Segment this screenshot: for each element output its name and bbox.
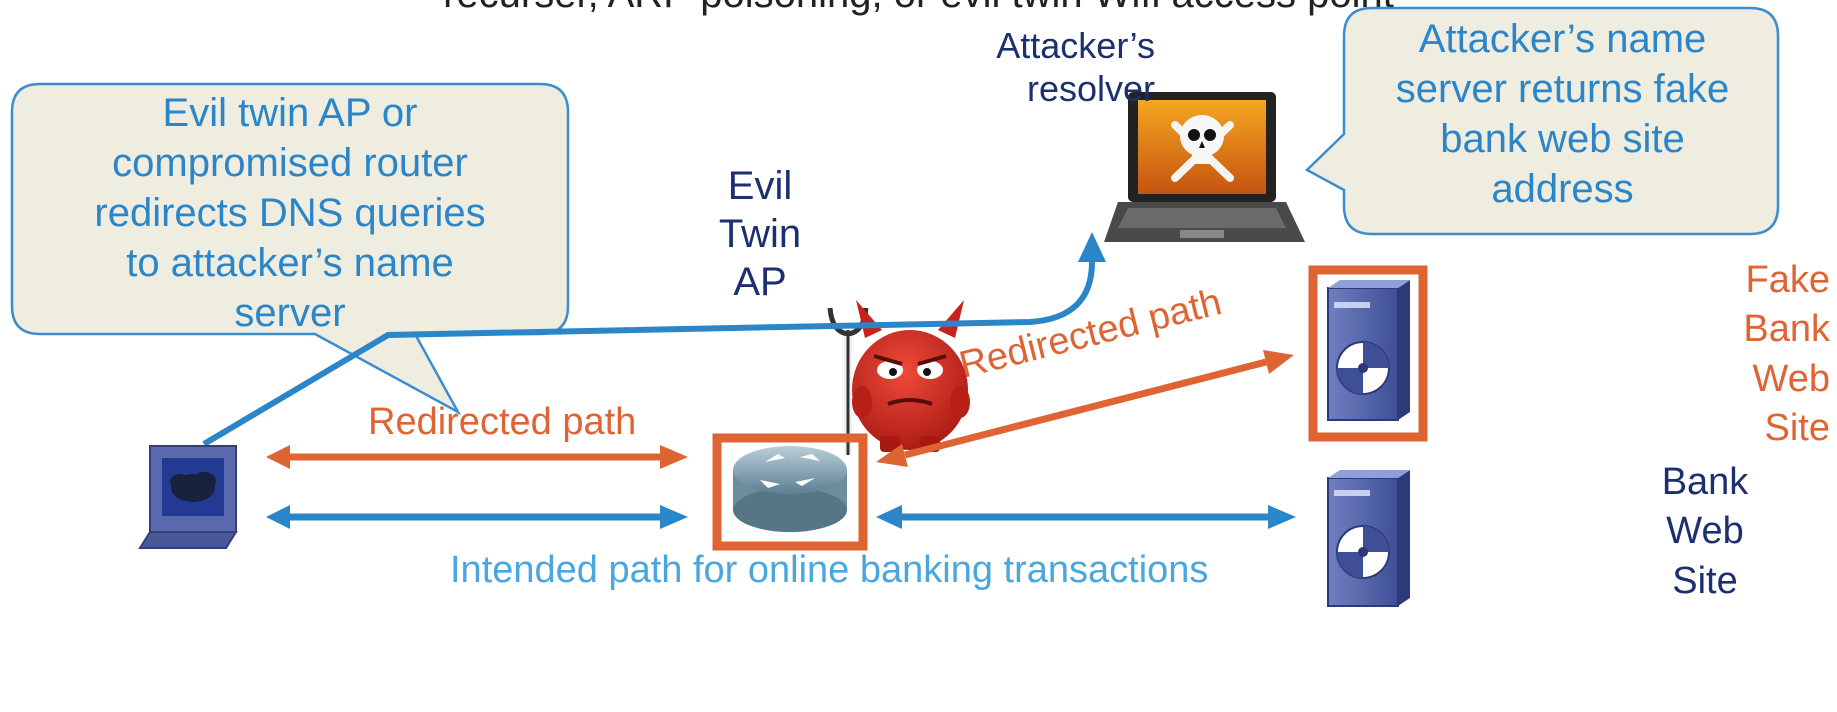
router-icon xyxy=(712,433,868,551)
devil-icon xyxy=(827,300,970,455)
fake-bank-server-icon xyxy=(1308,265,1428,442)
laptop-skull-icon xyxy=(1104,92,1305,242)
header-text: recurser, ARP poisoning, or evil twin Wi… xyxy=(0,0,1837,18)
bank-server-icon xyxy=(1327,470,1410,607)
callout-line: compromised router xyxy=(112,141,468,185)
client-computer-icon xyxy=(138,445,238,549)
label-line: AP xyxy=(733,260,787,304)
evil-twin-callout-text: Evil twin AP or compromised router redir… xyxy=(20,88,560,338)
callout-line: address xyxy=(1491,167,1634,211)
label-line: Fake xyxy=(1745,259,1830,301)
label-line: Site xyxy=(1764,407,1830,450)
dns-redirect-arrowhead xyxy=(1078,232,1106,262)
label-line: Twin xyxy=(718,212,802,256)
label-line: Bank xyxy=(1661,461,1749,503)
intended-path-label: Intended path for online banking transac… xyxy=(450,549,1209,591)
redirected-path-left xyxy=(266,445,688,469)
redirected-path-left-label: Redirected path xyxy=(368,401,637,443)
attacker-ns-callout-text: Attacker’s name server returns fake bank… xyxy=(1350,14,1775,214)
label-line: Web xyxy=(1666,510,1744,553)
intended-path-left xyxy=(266,505,688,529)
label-line: Site xyxy=(1672,559,1738,602)
label-line: Evil xyxy=(727,164,793,208)
callout-line: to attacker’s name xyxy=(126,241,454,285)
callout-line: server xyxy=(234,291,346,335)
evil-twin-ap-label: Evil Twin AP xyxy=(690,162,830,306)
callout-line: server returns fake xyxy=(1395,67,1730,111)
callout-line: Evil twin AP or xyxy=(162,91,418,135)
callout-line: bank web site xyxy=(1440,117,1685,161)
intended-path-right xyxy=(876,505,1296,529)
label-line: Attacker’s xyxy=(996,25,1155,66)
attacker-ns-callout xyxy=(1304,6,1780,236)
callout-line: Attacker’s name xyxy=(1418,17,1707,61)
label-line: Bank xyxy=(1743,308,1830,351)
attacker-resolver-label: Attacker’s resolver xyxy=(955,24,1155,110)
evil-twin-callout xyxy=(10,82,570,416)
label-line: Web xyxy=(1752,357,1830,400)
label-line: resolver xyxy=(1026,68,1155,110)
redirected-path-right xyxy=(876,350,1294,467)
bank-label: Bank Web Site xyxy=(1640,458,1770,606)
dns-redirect-path xyxy=(202,261,1095,447)
fake-bank-label: Fake Bank Web Site xyxy=(1690,256,1830,454)
callout-line: redirects DNS queries xyxy=(94,191,486,235)
